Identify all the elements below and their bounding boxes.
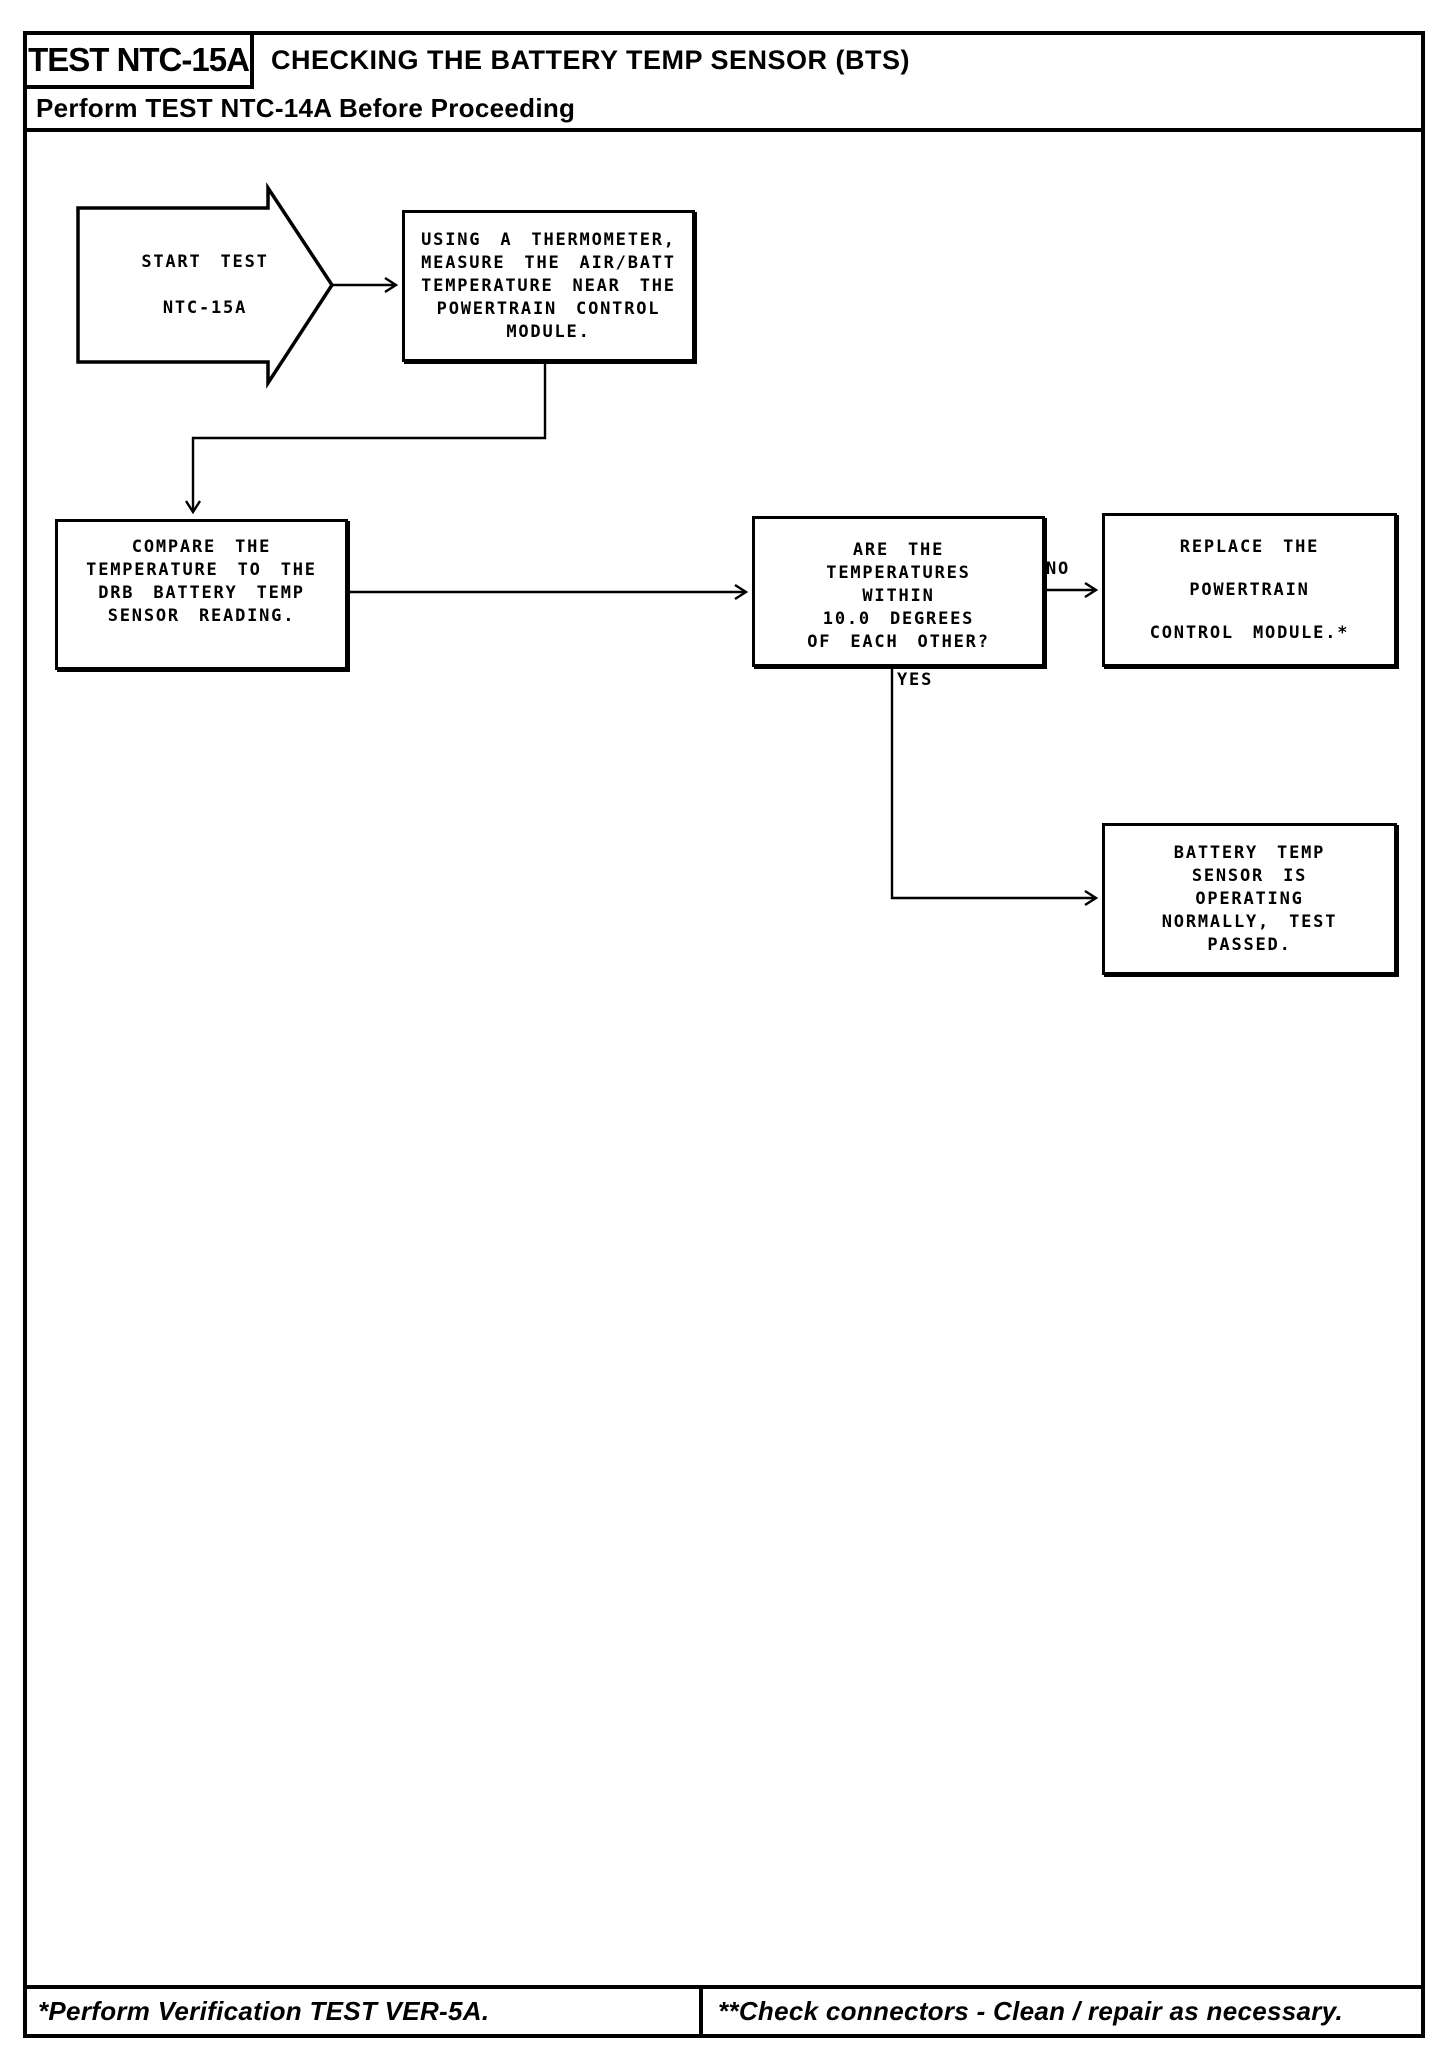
start-node-label: START TEST NTC-15A (141, 252, 269, 318)
page-border (23, 31, 1425, 2038)
footnote-connectors: **Check connectors - Clean / repair as n… (718, 1996, 1344, 2026)
node-measure-temperature: USING A THERMOMETER, MEASURE THE AIR/BAT… (402, 210, 695, 362)
node-test-passed: BATTERY TEMP SENSOR IS OPERATING NORMALL… (1102, 823, 1397, 975)
footnote-verification: *Perform Verification TEST VER-5A. (27, 1989, 703, 2034)
footnotes-bar: *Perform Verification TEST VER-5A. **Che… (27, 1985, 1421, 2034)
branch-label-yes: YES (897, 670, 934, 690)
test-id-badge: TEST NTC-15A (23, 31, 254, 89)
page-title: CHECKING THE BATTERY TEMP SENSOR (BTS) (271, 44, 911, 75)
branch-label-no: NO (1046, 559, 1071, 579)
node-compare-temperature: COMPARE THE TEMPERATURE TO THE DRB BATTE… (55, 519, 348, 670)
start-arrow-shape (76, 182, 335, 389)
node-replace-pcm: REPLACE THE POWERTRAIN CONTROL MODULE.* (1102, 513, 1397, 667)
node-decision-temps-within-10-degrees: ARE THE TEMPERATURES WITHIN 10.0 DEGREES… (752, 516, 1045, 667)
test-id-text: TEST NTC-15A (28, 41, 250, 78)
subheader-note: Perform TEST NTC-14A Before Proceeding (27, 89, 1421, 132)
subheader-text: Perform TEST NTC-14A Before Proceeding (36, 93, 576, 123)
edge-yes-to-passed (890, 668, 1099, 907)
edge-measure-to-compare (184, 363, 547, 515)
